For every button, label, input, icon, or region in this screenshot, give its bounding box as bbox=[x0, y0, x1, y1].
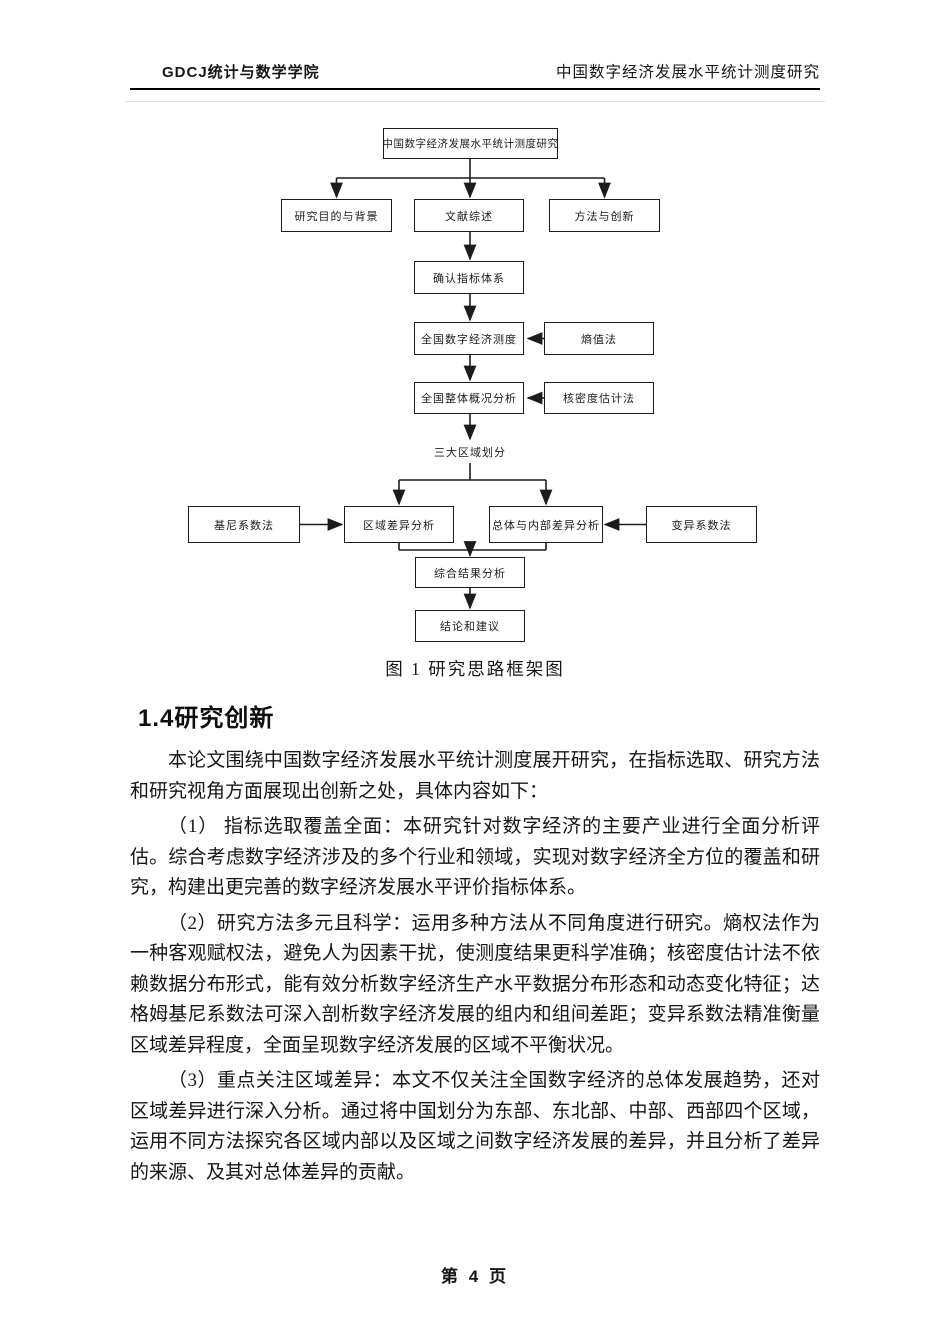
flowchart-node-literature: 文献综述 bbox=[414, 199, 524, 232]
flowchart-node-entropy-method: 熵值法 bbox=[544, 322, 654, 355]
flowchart-node-regional-diff: 区域差异分析 bbox=[344, 506, 454, 543]
paragraph-intro: 本论文围绕中国数字经济发展水平统计测度展开研究，在指标选取、研究方法和研究视角方… bbox=[130, 750, 820, 802]
flowchart-node-root: 中国数字经济发展水平统计测度研究 bbox=[383, 128, 558, 159]
header-left-text: GDCJ统计与数学学院 bbox=[162, 64, 320, 81]
flowchart-node-cv-method: 变异系数法 bbox=[646, 506, 757, 543]
flowchart-node-综合-result: 综合结果分析 bbox=[415, 557, 525, 588]
flowchart-node-gini-method: 基尼系数法 bbox=[188, 506, 300, 543]
paragraph-point-1: （1） 指标选取覆盖全面：本研究针对数字经济的主要产业进行全面分析评估。综合考虑… bbox=[130, 816, 820, 898]
page-number: 第 4 页 bbox=[441, 1267, 509, 1286]
header-right-text: 中国数字经济发展水平统计测度研究 bbox=[555, 64, 820, 81]
paragraph-point-2: （2）研究方法多元且科学：运用多种方法从不同角度进行研究。熵权法作为一种客观赋权… bbox=[130, 912, 820, 1056]
flowchart-connectors bbox=[300, 159, 646, 610]
flowchart-node-purpose: 研究目的与背景 bbox=[281, 199, 392, 232]
flowchart-node-overall-analysis: 全国整体概况分析 bbox=[414, 382, 524, 414]
flowchart-node-total-internal-diff: 总体与内部差异分析 bbox=[489, 506, 603, 543]
section-heading: 1.4研究创新 bbox=[138, 705, 275, 732]
page-header: GDCJ统计与数学学院 中国数字经济发展水平统计测度研究 bbox=[130, 60, 820, 82]
flowchart-node-three-regions: 三大区域划分 bbox=[434, 447, 506, 459]
flowchart-node-conclusion: 结论和建议 bbox=[415, 610, 525, 642]
flowchart-node-national-measure: 全国数字经济测度 bbox=[414, 322, 524, 355]
body-text: 本论文围绕中国数字经济发展水平统计测度展开研究，在指标选取、研究方法和研究视角方… bbox=[130, 746, 820, 1193]
paragraph-point-3: （3）重点关注区域差异：本文不仅关注全国数字经济的总体发展趋势，还对区域差异进行… bbox=[130, 1070, 820, 1183]
header-rule bbox=[130, 88, 820, 90]
flowchart-node-indicator-system: 确认指标体系 bbox=[414, 261, 524, 294]
header-rule-shadow bbox=[125, 101, 825, 102]
flowchart-node-innovation: 方法与创新 bbox=[549, 199, 660, 232]
figure-caption: 图 1 研究思路框架图 bbox=[385, 659, 565, 679]
flowchart-node-kernel-density: 核密度估计法 bbox=[544, 382, 654, 414]
